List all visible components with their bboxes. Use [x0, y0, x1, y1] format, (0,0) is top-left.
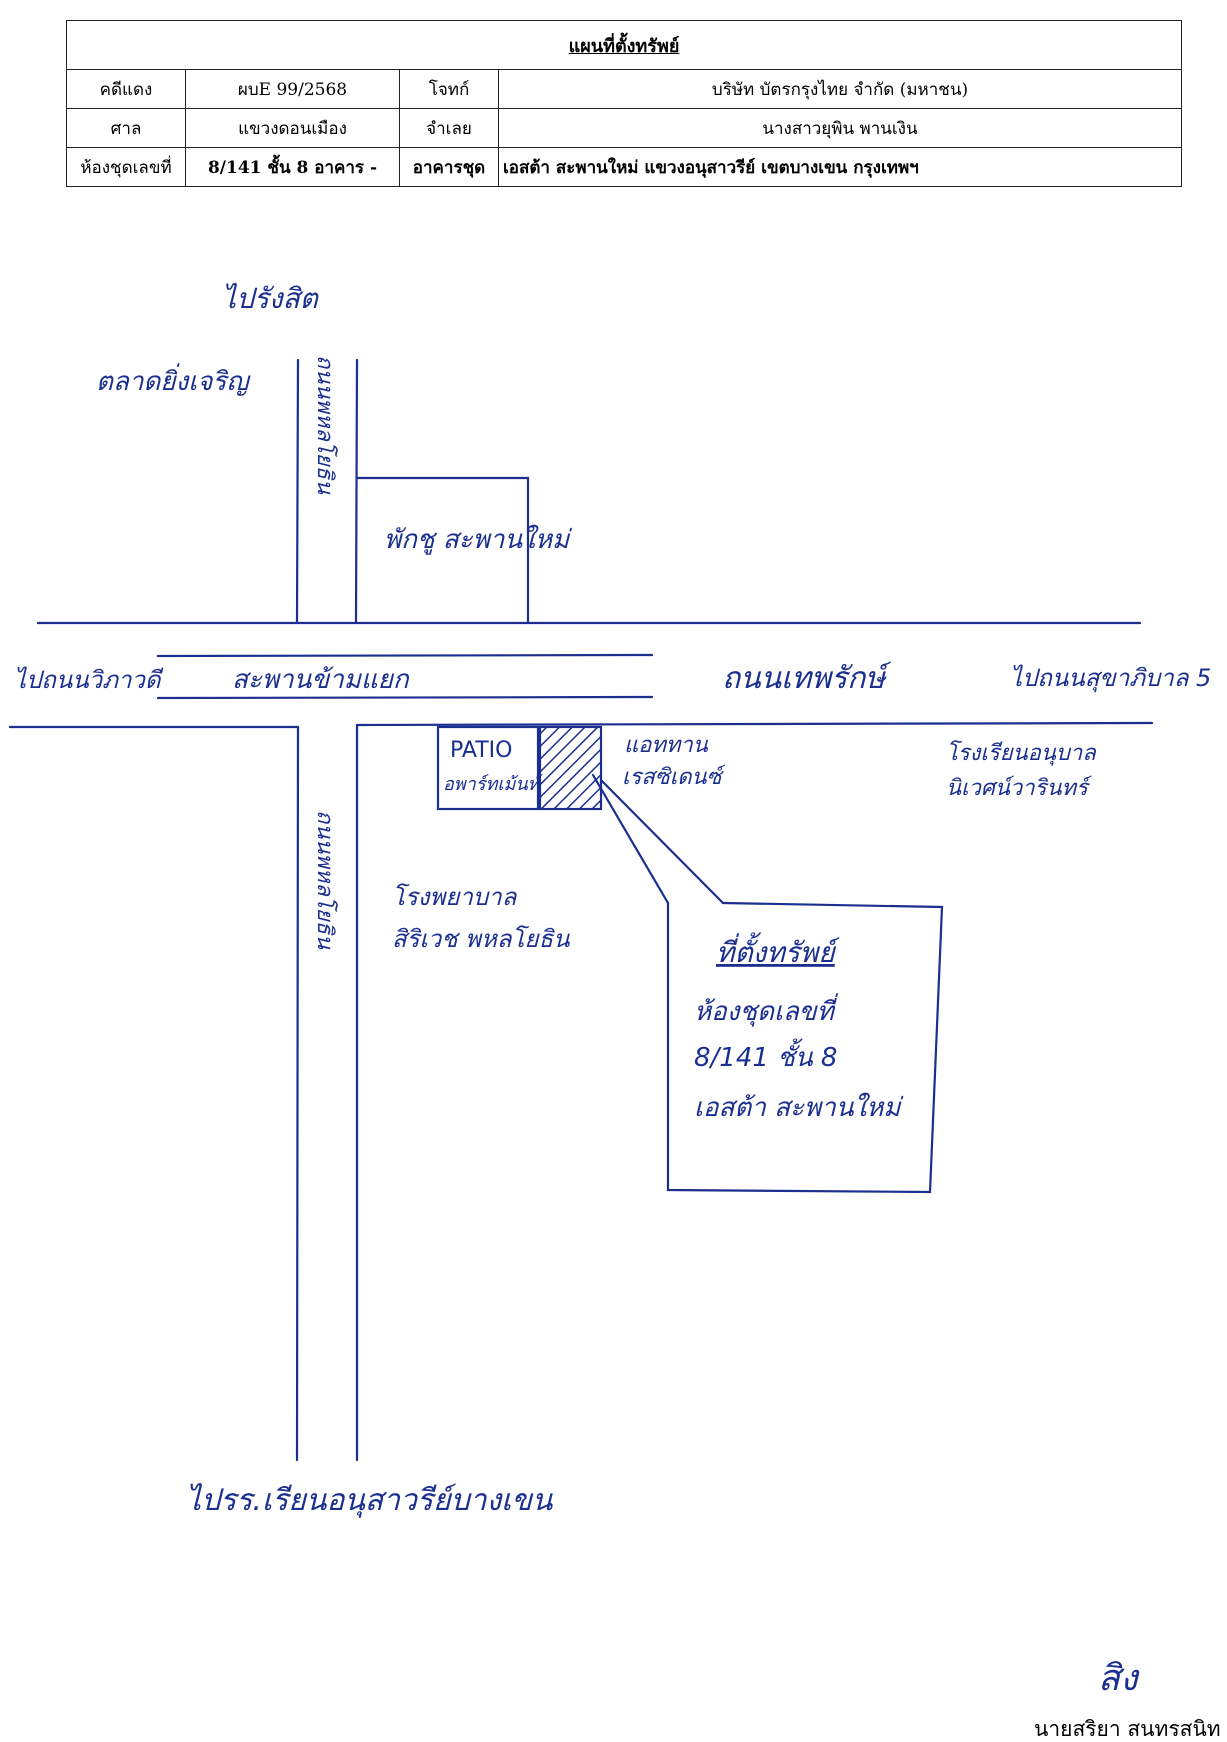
property-location-marker — [538, 725, 603, 811]
label-hospital-1: โรงพยาบาล — [392, 883, 518, 911]
label-plaintiff: โจทก์ — [399, 69, 499, 109]
label-patio-apartment: อพาร์ทเม้นท์ — [443, 774, 544, 795]
label-road-east: ถนนเทพรักษ์ — [722, 661, 892, 696]
patio-apartment-box — [436, 725, 540, 811]
property-info-table: แผนที่ตั้งทรัพย์ คดีแดง ผบE 99/2568 โจทก… — [66, 20, 1182, 187]
label-road-south: ถนนพหลโยธิน — [312, 810, 338, 950]
table-row: คดีแดง ผบE 99/2568 โจทก์ บริษัท บัตรกรุง… — [66, 69, 1182, 109]
road-north-east-edge — [354, 358, 359, 624]
road-south-west-edge — [295, 725, 300, 1462]
value-defendant: นางสาวยุพิน พานเงิน — [498, 108, 1182, 148]
signature-name: นายสริยา สนทรสนิท — [1034, 1717, 1221, 1741]
label-condominium: อาคารชุด — [399, 147, 499, 187]
police-station-box — [355, 476, 530, 625]
label-residence-2: เรสซิเดนซ์ — [622, 764, 726, 790]
label-school-1: โรงเรียนอนุบาล — [946, 740, 1097, 766]
table-row: ห้องชุดเลขที่ 8/141 ชั้น 8 อาคาร - อาคาร… — [66, 147, 1182, 187]
table-title-row: แผนที่ตั้งทรัพย์ — [66, 20, 1182, 70]
label-to-west: ไปถนนวิภาวดี — [14, 666, 163, 694]
signature-mark: สิง — [1098, 1658, 1140, 1699]
callout-leader-line — [591, 773, 670, 905]
bridge-lower-edge — [156, 695, 654, 700]
label-to-south: ไปรร.เรียนอนุสาวรีย์บางเขน — [186, 1483, 554, 1518]
label-defendant: จำเลย — [399, 108, 499, 148]
table-title: แผนที่ตั้งทรัพย์ — [66, 20, 1182, 70]
label-to-east: ไปถนนสุขาภิบาล 5 — [1010, 664, 1211, 693]
value-court: แขวงดอนเมือง — [185, 108, 400, 148]
road-north-west-edge — [295, 358, 300, 624]
label-school-2: นิเวศน์วารินทร์ — [946, 775, 1093, 801]
label-unit-number: ห้องชุดเลขที่ — [66, 147, 186, 187]
label-residence-1: แอททาน — [624, 733, 709, 758]
callout-box — [666, 901, 944, 1194]
label-patio: PATIO — [450, 738, 512, 763]
callout-line-2: 8/141 ชั้น 8 — [694, 1038, 837, 1073]
value-unit-number: 8/141 ชั้น 8 อาคาร - — [185, 147, 400, 187]
value-plaintiff: บริษัท บัตรกรุงไทย จำกัด (มหาชน) — [498, 69, 1182, 109]
label-hospital-2: สิริเวช พหลโยธิน — [392, 925, 570, 953]
label-police-station: พักชู สะพานใหม่ — [384, 524, 572, 555]
label-road-north: ถนนพหลโยธิน — [312, 355, 338, 495]
table-row: ศาล แขวงดอนเมือง จำเลย นางสาวยุพิน พานเง… — [66, 108, 1182, 148]
road-main-lower-edge-east — [355, 721, 1154, 727]
callout-leader-line — [599, 778, 725, 905]
label-case-number: คดีแดง — [66, 69, 186, 109]
label-police-station-text: พักชู สะพานใหม่ — [384, 524, 572, 555]
label-to-north: ไปรังสิต — [222, 282, 320, 315]
value-condominium: เอสต้า สะพานใหม่ แขวงอนุสาวรีย์ เขตบางเข… — [498, 147, 1182, 187]
callout-title: ที่ตั้งทรัพย์ — [716, 932, 841, 969]
label-bridge: สะพานข้ามแยก — [232, 665, 410, 695]
label-market: ตลาดยิ่งเจริญ — [96, 363, 251, 397]
callout-line-3: เอสต้า สะพานใหม่ — [694, 1092, 903, 1123]
callout-line-1: ห้องชุดเลขที่ — [694, 993, 839, 1027]
bridge-upper-edge — [156, 653, 654, 658]
